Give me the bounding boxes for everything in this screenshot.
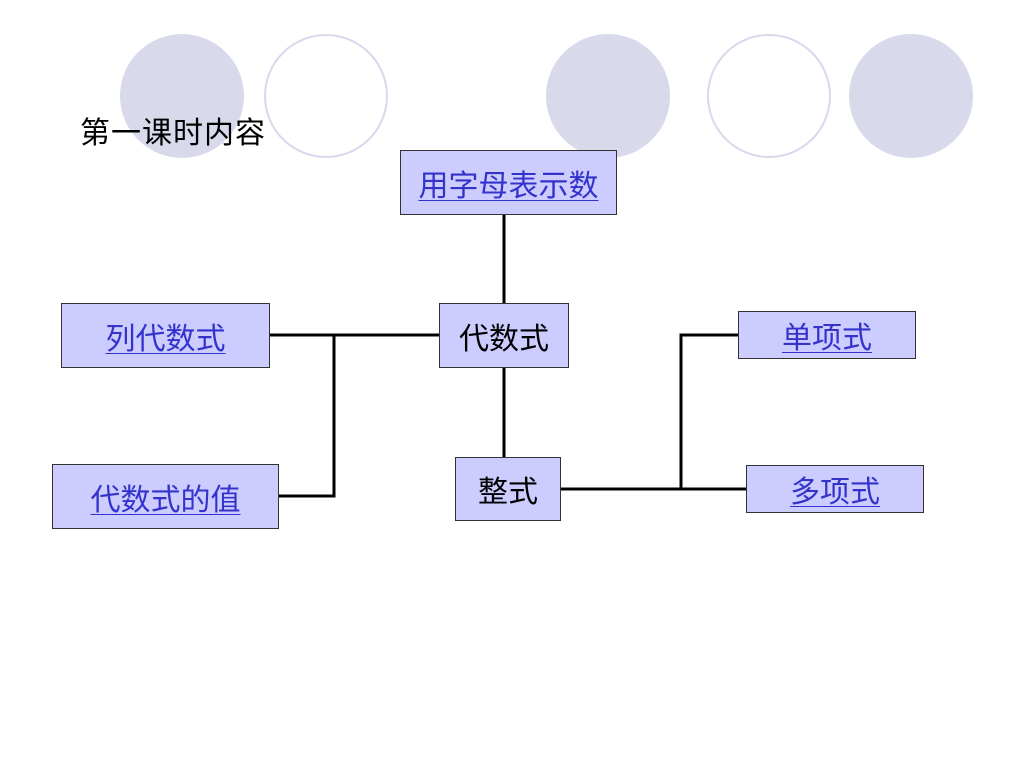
node-left-bottom: 代数式的值 — [52, 464, 279, 529]
node-right-bottom: 多项式 — [746, 465, 924, 513]
link-expression-value[interactable]: 代数式的值 — [90, 482, 241, 518]
slide-heading: 第一课时内容 — [80, 116, 266, 151]
decor-circle-1 — [120, 34, 244, 158]
node-center: 代数式 — [439, 303, 569, 368]
link-polynomial[interactable]: 多项式 — [790, 475, 880, 510]
link-write-expressions[interactable]: 列代数式 — [105, 321, 226, 357]
decor-circle-4 — [707, 34, 831, 158]
decor-circle-2 — [264, 34, 388, 158]
node-right-top: 单项式 — [738, 311, 916, 359]
decor-circle-5 — [849, 34, 973, 158]
node-left-top: 列代数式 — [61, 303, 270, 368]
node-top: 用字母表示数 — [400, 150, 617, 215]
node-middle-bottom: 整式 — [455, 457, 561, 521]
decor-circle-3 — [546, 34, 670, 158]
link-monomial[interactable]: 单项式 — [782, 321, 872, 356]
link-letters-as-numbers[interactable]: 用字母表示数 — [418, 168, 599, 204]
center-label: 代数式 — [459, 321, 549, 357]
polynomial-label: 整式 — [478, 475, 538, 510]
